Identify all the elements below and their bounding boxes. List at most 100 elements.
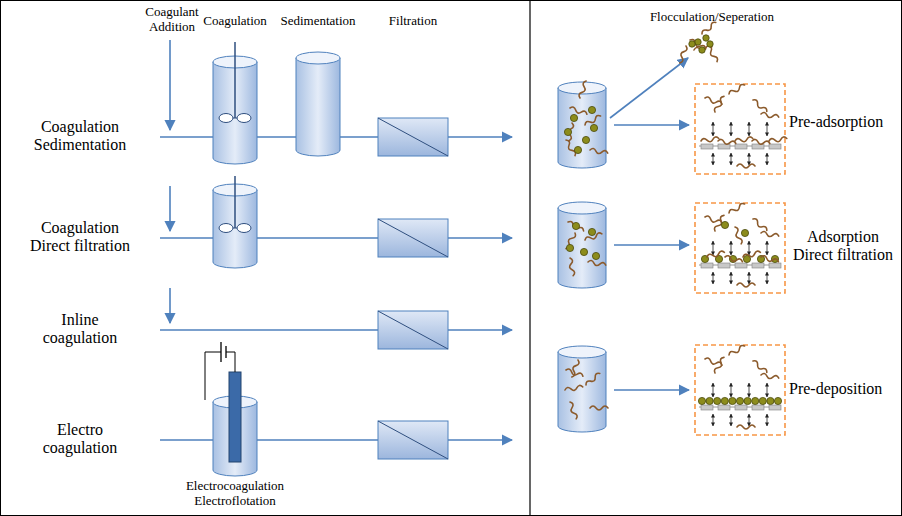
flow-arrow: [614, 389, 689, 391]
flow-arrow: [169, 288, 171, 323]
coagulant-floc: [721, 397, 728, 404]
foulant-strand: [568, 401, 578, 419]
flow-arrow: [448, 237, 512, 239]
floc-cluster: [678, 21, 719, 64]
coagulant-floc: [759, 397, 766, 404]
column-heading: Filtration: [389, 14, 437, 29]
divider: [529, 0, 530, 516]
coagulant-floc: [570, 114, 577, 121]
electrode-circuit: [205, 342, 241, 462]
flow-arrow: [169, 186, 171, 231]
coagulant-floc: [572, 222, 579, 229]
flow-arrow: [448, 439, 512, 441]
mechanism-panels: [558, 21, 787, 435]
foulant-strand: [737, 425, 755, 429]
foulant-strand: [752, 359, 768, 374]
tank-cylinder: [558, 202, 606, 288]
membrane-filter: [378, 311, 448, 349]
foulant-strand: [752, 139, 770, 145]
coagulant-floc: [714, 397, 721, 404]
foulant-strand: [678, 45, 688, 63]
coagulant-floc: [566, 244, 573, 251]
mixer-impeller: [219, 42, 251, 123]
pipe-line: [160, 439, 378, 441]
foulant-strand: [728, 344, 746, 356]
foulant-strand: [704, 96, 722, 106]
row-label: Coagulation Direct filtration: [24, 219, 136, 256]
membrane-filter: [378, 219, 448, 257]
coagulant-floc: [582, 136, 589, 143]
column-heading: Sedimentation: [280, 14, 355, 29]
foulant-strand: [728, 83, 746, 95]
coagulant-floc: [703, 35, 709, 41]
foulant-strand: [718, 139, 736, 145]
coagulant-floc: [736, 397, 743, 404]
coagulant-floc: [721, 221, 728, 228]
foulant-strand: [568, 258, 575, 276]
annotation-label: Pre-adsorption: [789, 113, 883, 131]
foulant-strand: [761, 231, 779, 238]
tank-cylinder: [296, 52, 340, 156]
column-heading: Coagulant Addition: [130, 5, 214, 35]
coagulant-floc: [767, 397, 774, 404]
coagulant-floc: [699, 47, 705, 53]
coagulant-floc: [588, 228, 595, 235]
foulant-strand: [567, 220, 585, 232]
coagulant-floc: [574, 146, 581, 153]
foulant-strand: [590, 148, 608, 155]
mixer-impeller: [219, 176, 251, 233]
coagulant-floc: [707, 41, 713, 47]
foulant-strand: [713, 95, 725, 113]
process-trains: [160, 40, 512, 476]
coagulant-floc: [588, 106, 595, 113]
mechanism-box: [695, 202, 785, 293]
foulant-strand: [713, 356, 725, 374]
coagulant-floc: [752, 397, 759, 404]
foulant-strand: [565, 385, 583, 392]
foulant-strand: [761, 373, 779, 380]
pipe-line: [160, 136, 378, 138]
coagulant-floc: [774, 397, 781, 404]
row-label: Electro coagulation: [24, 421, 136, 458]
flow-arrow: [614, 244, 689, 246]
foulant-strand: [769, 137, 787, 143]
membrane-filter: [378, 421, 448, 459]
coagulant-floc: [592, 252, 599, 259]
foulant-strand: [585, 372, 601, 387]
foulant-strand: [752, 217, 768, 232]
coagulant-floc: [580, 248, 587, 255]
foulant-strand: [588, 260, 606, 267]
flow-arrow: [614, 124, 689, 126]
mechanism-box: [695, 83, 787, 174]
flow-arrow: [448, 136, 512, 138]
annotation-label: Flocculation/Seperation: [650, 10, 774, 25]
annotation-label: Electrocoagulation Electroflotation: [165, 479, 305, 509]
foulant-strand: [704, 357, 722, 367]
pipe-line: [160, 329, 378, 331]
coagulant-floc: [564, 128, 571, 135]
foulant-strand: [701, 137, 719, 143]
coagulant-floc: [695, 39, 701, 45]
foulant-strand: [578, 80, 588, 98]
foulant-strand: [704, 215, 722, 225]
mechanism-box: [695, 344, 785, 435]
foulant-strand: [590, 406, 608, 410]
flow-arrow: [448, 329, 512, 331]
foulant-strand: [760, 255, 778, 264]
flow-arrow: [169, 40, 171, 130]
foulant-strand: [742, 250, 760, 259]
annotation-label: Adsorption Direct filtration: [788, 228, 898, 265]
coagulant-floc: [698, 397, 705, 404]
tank-cylinder: [558, 346, 606, 432]
flow-arrow: [610, 58, 688, 118]
foulant-strand: [737, 283, 755, 287]
tank-cylinder: [558, 82, 606, 168]
foulant-strand: [706, 45, 718, 63]
foulant-strand: [733, 226, 743, 244]
coagulant-floc: [689, 41, 695, 47]
foulant-strand: [570, 359, 580, 377]
pipe-line: [160, 237, 378, 239]
membrane-filter: [378, 118, 448, 156]
